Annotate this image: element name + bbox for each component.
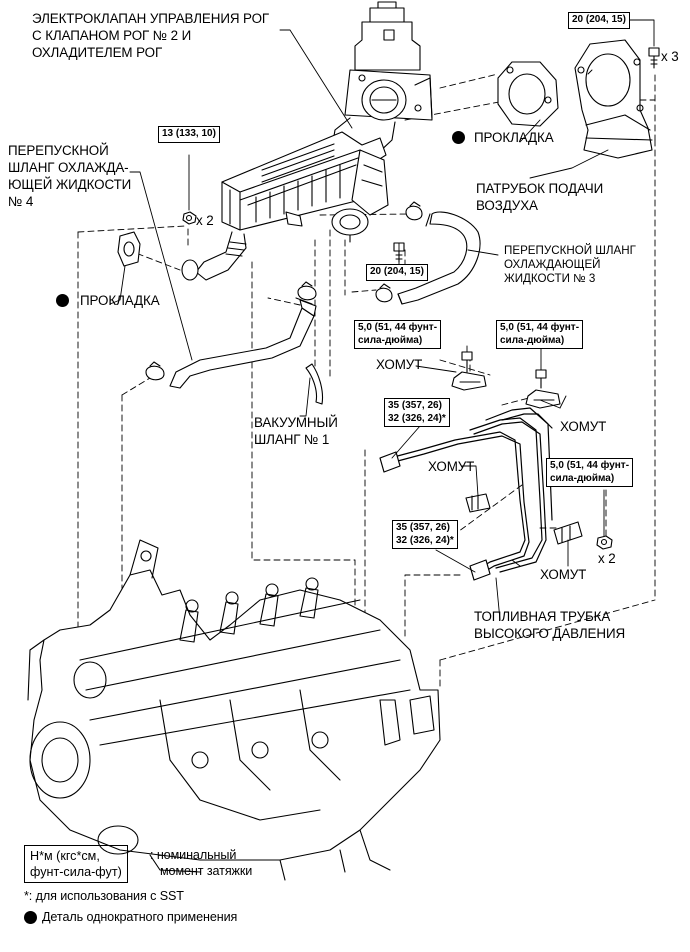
- clamp-label-2: ХОМУТ: [560, 419, 607, 434]
- gasket-left-drawing: [117, 231, 141, 267]
- vacuum-hose-label: ВАКУУМНЫЙ ШЛАНГ № 1: [254, 415, 338, 447]
- x2-nuts-label: x 2: [598, 551, 616, 566]
- legend-unit-desc: : номинальный момент затяжки: [150, 848, 253, 878]
- bypass-hose-3-label: ПЕРЕПУСКНОЙ ШЛАНГ ОХЛАЖДАЮЩЕЙ ЖИДКОСТИ №…: [504, 244, 636, 285]
- air-inlet-pipe-drawing: [574, 39, 653, 159]
- legend-unit-box: Н*м (кгс*см, фунт-сила-фут): [24, 845, 128, 883]
- bypass-hose-3-drawing: [397, 211, 481, 305]
- gasket-left-label: ПРОКЛАДКА: [80, 293, 160, 308]
- bolt-x3-drawing: [648, 47, 660, 69]
- egr-cooler-drawing: [181, 131, 389, 281]
- torque-20-top: 20 (204, 15): [568, 12, 630, 29]
- legend-non-reusable-text: Деталь однократного применения: [42, 910, 238, 924]
- non-reusable-mark-right: [452, 131, 465, 144]
- egr-valve-drawing: [329, 1, 433, 171]
- clamp-label-1: ХОМУТ: [376, 357, 423, 372]
- gasket-top-drawing: [497, 61, 559, 127]
- torque-35-lower: 35 (357, 26) 32 (326, 24)*: [392, 520, 458, 549]
- vacuum-hose-drawing: [305, 363, 324, 405]
- x3-label: x 3: [661, 49, 679, 64]
- torque-5-right: 5,0 (51, 44 фунт- сила-дюйма): [496, 320, 584, 349]
- legend-sst-note: *: для использования с SST: [24, 889, 184, 903]
- clamp-label-3: ХОМУТ: [428, 459, 475, 474]
- gasket-right-label: ПРОКЛАДКА: [474, 130, 554, 145]
- air-inlet-pipe-label: ПАТРУБОК ПОДАЧИ ВОЗДУХА: [476, 181, 604, 213]
- fuel-pipe-label: ТОПЛИВНАЯ ТРУБКА ВЫСОКОГО ДАВЛЕНИЯ: [474, 609, 626, 641]
- clamp-label-4: ХОМУТ: [540, 567, 587, 582]
- legend-non-reusable-dot: [24, 911, 37, 924]
- x2-bolts-label: x 2: [196, 213, 214, 228]
- torque-5-lower: 5,0 (51, 44 фунт- сила-дюйма): [546, 458, 634, 487]
- torque-13: 13 (133, 10): [158, 126, 220, 143]
- clamp-bolt-drawings: [451, 351, 613, 550]
- bypass-hose-4-label: ПЕРЕПУСКНОЙ ШЛАНГ ОХЛАЖДА- ЮЩЕЙ ЖИДКОСТИ…: [8, 143, 132, 209]
- torque-35-upper: 35 (357, 26) 32 (326, 24)*: [384, 398, 450, 427]
- leader-lines: [109, 19, 655, 621]
- non-reusable-mark-left: [56, 294, 69, 307]
- torque-5-left: 5,0 (51, 44 фунт- сила-дюйма): [354, 320, 442, 349]
- nut-x2-drawing: [182, 211, 197, 225]
- egr-valve-label: ЭЛЕКТРОКЛАПАН УПРАВЛЕНИЯ РОГ С КЛАПАНОМ …: [32, 11, 270, 60]
- torque-20-mid: 20 (204, 15): [366, 264, 428, 281]
- engine-block-drawing: [27, 539, 441, 881]
- legend-colon: :: [150, 848, 154, 862]
- hose-clamp-drawings: [145, 201, 423, 381]
- fuel-pipe-drawing: [379, 407, 553, 581]
- bypass-hose-4-drawing: [169, 297, 317, 389]
